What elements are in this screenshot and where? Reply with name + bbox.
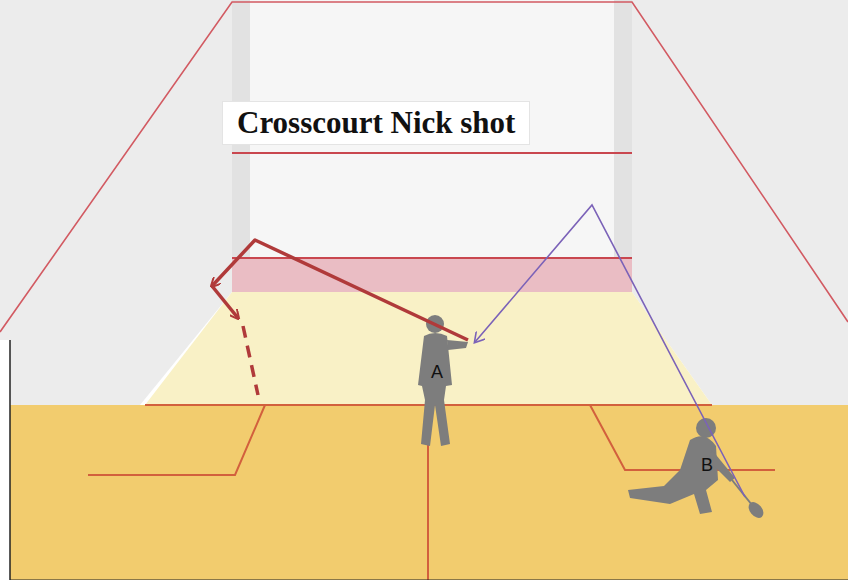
player-label: B: [701, 455, 713, 476]
player-label: A: [431, 362, 443, 383]
diagram-title: Crosscourt Nick shot: [222, 101, 530, 145]
